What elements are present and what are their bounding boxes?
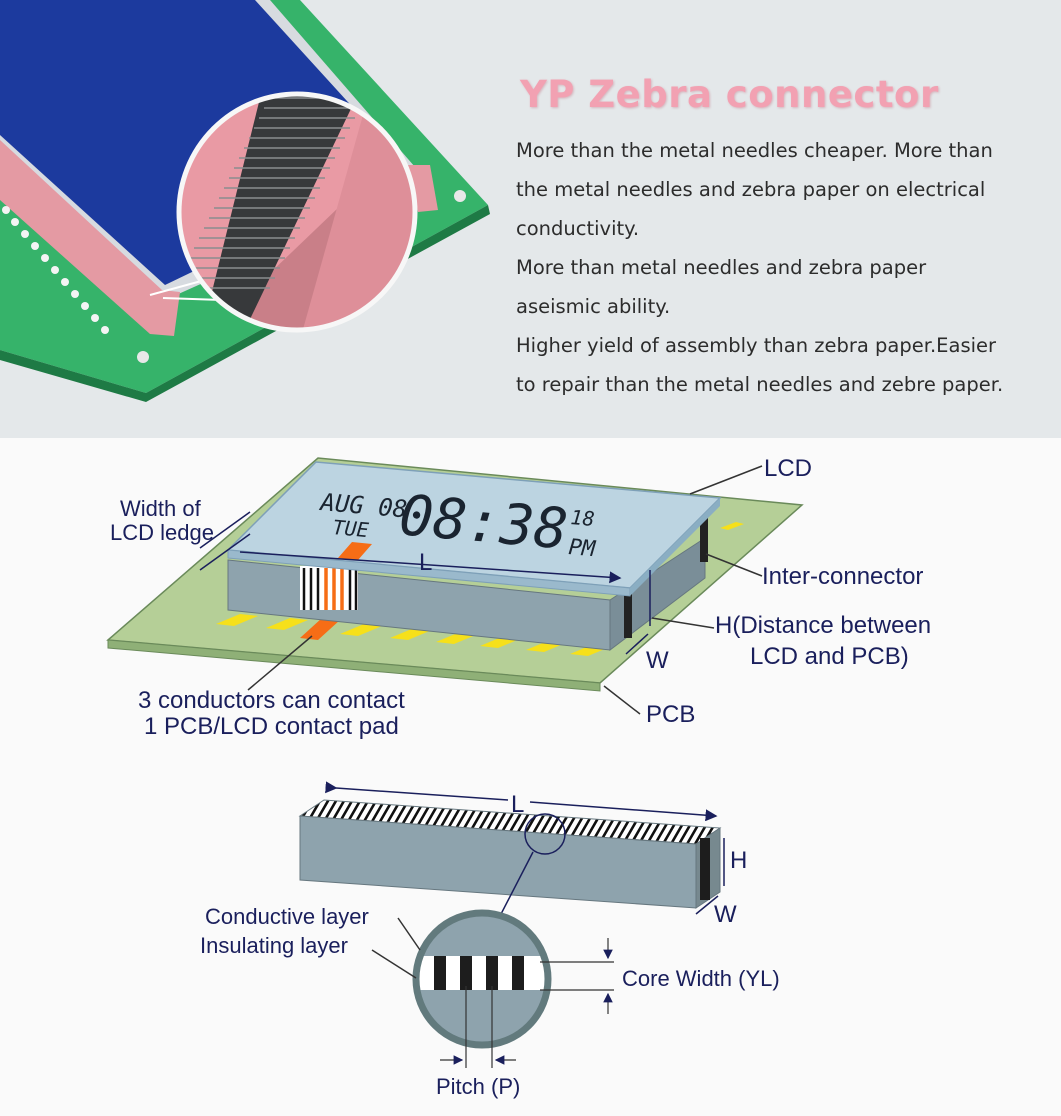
zebra-strip-diagram: L H W Conductive l (200, 781, 780, 1099)
conductors-label: 1 PCB/LCD contact pad (144, 713, 399, 740)
inter-connector-edge-stripe (700, 502, 708, 562)
ledge-width-arrow (199, 533, 251, 571)
zebra-exposed-stripes (300, 566, 358, 610)
ledge-width-label: Width of (120, 496, 202, 521)
strip-length-arrow (529, 801, 718, 822)
inter-connector-side (609, 537, 706, 652)
pcb-leader (603, 685, 641, 715)
lcd-label: LCD (764, 455, 812, 482)
strip-width-label: W (714, 901, 737, 928)
ledge-width-label: LCD ledge (110, 520, 214, 545)
description-paragraph: More than metal needles and zebra paper … (516, 256, 927, 318)
inter-connector-label: Inter-connector (762, 563, 923, 590)
top-panel: YP Zebra connector More than the metal n… (0, 0, 1061, 438)
strip-width-arrow (695, 895, 719, 915)
lcd-seconds: 18 (570, 505, 596, 531)
conductors-label: 3 conductors can contact (138, 687, 405, 714)
conductors-leader (247, 635, 313, 691)
pcb-board-edge (107, 639, 601, 692)
conductive-layer-label: Conductive layer (205, 904, 369, 929)
length-label: L (419, 549, 432, 576)
conductor-ledge-contact (338, 542, 372, 560)
length-arrow (239, 551, 622, 584)
zebra-connector-photo (0, 0, 490, 402)
strip-length-arrow (325, 781, 509, 801)
photo-mount-hole (454, 190, 466, 202)
photo-rubber-strip-bottom (0, 140, 180, 336)
height-leader (651, 617, 715, 629)
height-label: LCD and PCB) (750, 643, 909, 670)
strip-length-label: L (511, 791, 524, 818)
lcd-day: TUE (332, 515, 370, 542)
description-paragraph: Higher yield of assembly than zebra pape… (516, 334, 1004, 396)
height-label: H(Distance between (715, 612, 931, 639)
pitch-label: Pitch (P) (436, 1074, 520, 1099)
description-paragraph: More than the metal needles cheaper. Mor… (516, 139, 993, 240)
photo-mount-hole (137, 351, 149, 363)
page-title: YP Zebra connector (520, 73, 939, 116)
insulating-layer-label: Insulating layer (200, 933, 348, 958)
lcd-time: 08:38 (397, 483, 571, 562)
photo-pcb-pads (2, 206, 109, 334)
lcd-assembly-diagram: AUG 08 TUE 08:38 18 PM L Width of LCD le… (106, 455, 931, 740)
lcd-glass-side (630, 498, 720, 596)
conductor-pad-highlight (300, 618, 340, 640)
insulating-layer-leader (371, 949, 417, 979)
magnifier-ring (412, 909, 552, 1049)
ledge-width-arrow (199, 511, 251, 549)
detail-callout-circle (524, 813, 566, 855)
conductive-layer-leader (397, 917, 421, 951)
core-width-label: Core Width (YL) (622, 966, 780, 991)
diagram-svg: AUG 08 TUE 08:38 18 PM L Width of LCD le… (106, 455, 931, 1099)
lcd-leader (689, 465, 763, 495)
magnified-detail (416, 913, 548, 1045)
detail-callout-leader (499, 851, 534, 917)
strip-height-label: H (730, 847, 747, 874)
width-arrow (625, 633, 649, 655)
diagram-panel: AUG 08 TUE 08:38 18 PM L Width of LCD le… (0, 438, 1061, 1116)
pcb-label: PCB (646, 701, 695, 728)
lcd-display-readout: AUG 08 TUE 08:38 18 PM (317, 483, 596, 562)
photo-magnifier-ring (176, 91, 418, 333)
width-label: W (646, 647, 669, 674)
strip-end-stripe (700, 838, 710, 900)
inter-connector-edge-stripe (624, 578, 632, 638)
lcd-ampm: PM (567, 535, 596, 562)
description: More than the metal needles cheaper. Mor… (516, 131, 1016, 404)
inter-connector-leader (705, 553, 763, 577)
